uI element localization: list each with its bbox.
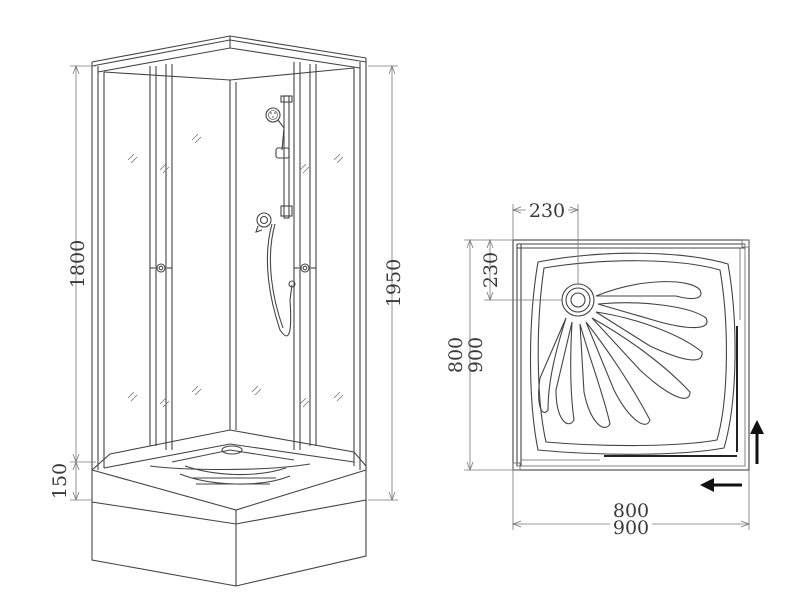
fixed-panels (512, 239, 750, 471)
shower-head-icon (265, 107, 285, 151)
dimension-1950: 1950 (368, 64, 405, 502)
glass-reflections (127, 133, 344, 408)
dimension-label-900-depth: 900 (465, 337, 487, 373)
plan-view: 230 230 800 900 800 (445, 200, 764, 539)
dimension-label-150: 150 (49, 463, 71, 499)
tray-outline (512, 239, 750, 471)
shower-tray-elevation (91, 429, 367, 587)
dimension-150: 150 (49, 460, 92, 502)
dimension-1800: 1800 (67, 64, 96, 464)
tray-basin (529, 252, 736, 455)
door-handle-left (150, 263, 172, 273)
dimension-width: 800 900 (511, 470, 751, 539)
dimension-230-vertical: 230 (480, 238, 562, 302)
arrow-left-icon (700, 478, 742, 492)
glass-doors (149, 62, 317, 450)
cabin-roof (91, 35, 367, 73)
arrow-up-icon (750, 420, 764, 464)
dimension-label-900-width: 900 (613, 517, 649, 539)
dimension-depth: 800 900 (445, 238, 513, 472)
drain-icon (561, 283, 595, 317)
door-handle-right (294, 263, 316, 273)
dimension-label-1950: 1950 (383, 259, 405, 307)
dimension-label-230-vertical: 230 (480, 252, 502, 288)
shower-hose (266, 223, 296, 337)
elevation-view: 1800 150 1950 (49, 35, 405, 587)
cabin-frame (91, 58, 367, 470)
dimension-label-800-width: 800 (613, 500, 649, 522)
dimension-label-1800: 1800 (67, 240, 89, 288)
dimension-label-230-horizontal: 230 (529, 200, 565, 222)
shower-rail (275, 95, 293, 219)
dimension-label-800-depth: 800 (445, 337, 467, 373)
sliding-doors (604, 326, 738, 457)
tray-ribs (538, 281, 708, 428)
mixer-tap-icon (255, 212, 272, 233)
dimension-230-horizontal: 230 (511, 200, 580, 284)
